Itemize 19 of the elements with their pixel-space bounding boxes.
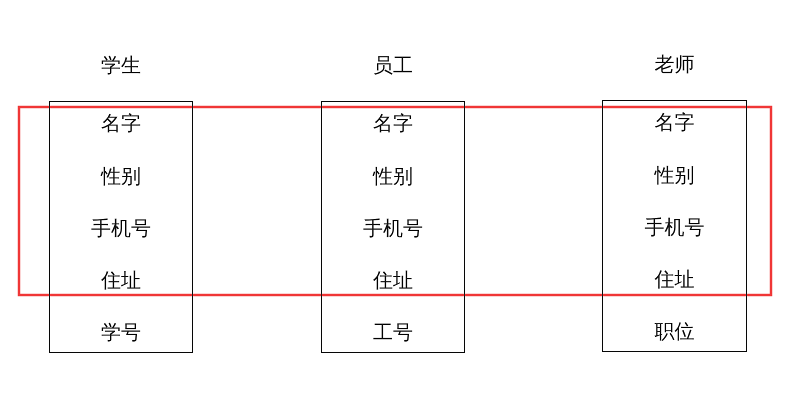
entity-title: 员工 xyxy=(373,53,413,77)
field-name: 名字 xyxy=(373,111,413,135)
entity-title: 老师 xyxy=(654,52,694,76)
field-name: 工号 xyxy=(373,320,413,344)
field-name: 名字 xyxy=(654,110,694,134)
field-name: 住址 xyxy=(101,268,141,292)
field-name: 手机号 xyxy=(644,215,704,239)
field-name: 性别 xyxy=(101,164,141,188)
field-name: 名字 xyxy=(101,111,141,135)
field-name: 职位 xyxy=(654,319,694,343)
field-name: 手机号 xyxy=(363,216,423,240)
entity-title: 学生 xyxy=(101,53,141,77)
field-name: 性别 xyxy=(373,164,413,188)
field-name: 住址 xyxy=(373,268,413,292)
field-name: 性别 xyxy=(654,163,694,187)
field-name: 手机号 xyxy=(91,216,151,240)
field-name: 住址 xyxy=(654,267,694,291)
field-name: 学号 xyxy=(101,320,141,344)
highlight-frame xyxy=(18,106,772,296)
